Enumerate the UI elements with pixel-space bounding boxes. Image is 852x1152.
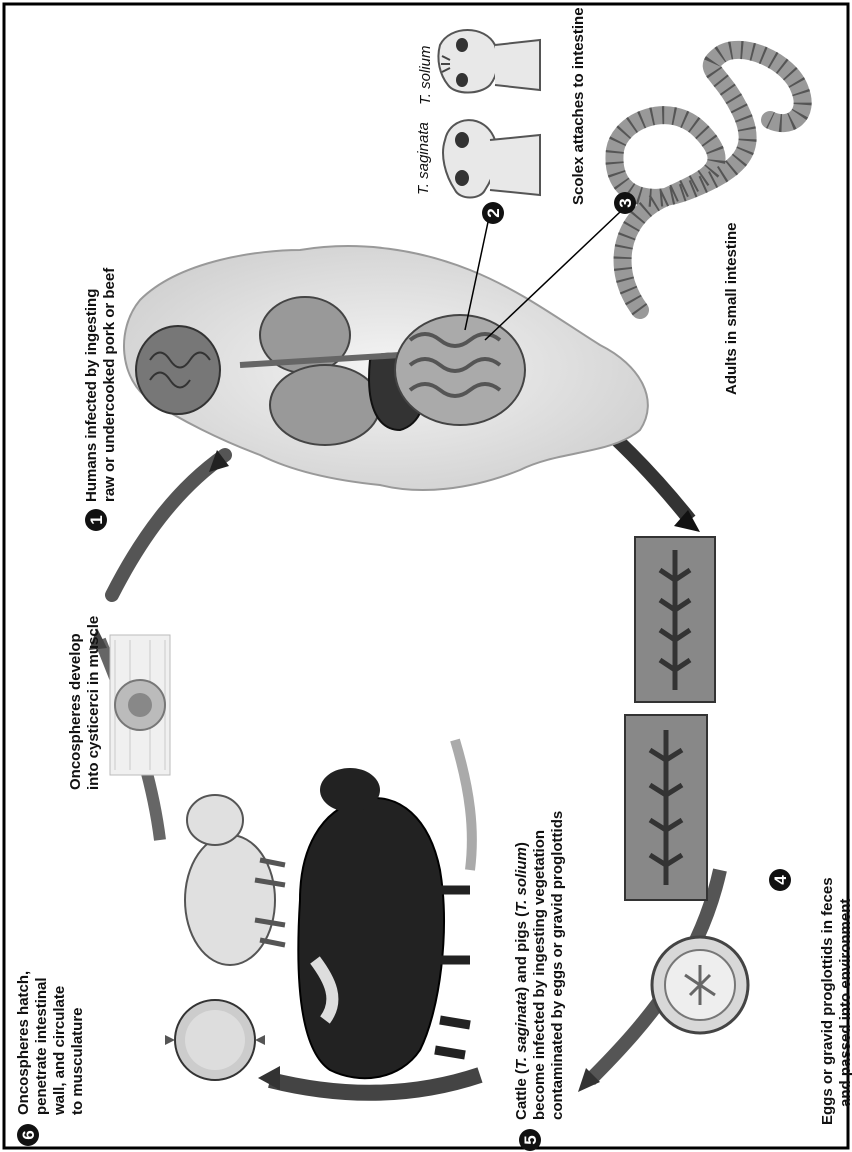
- step-5-line3: contaminated by eggs or gravid proglotti…: [549, 811, 566, 1120]
- t-saginata-label: T. saginata: [415, 122, 432, 195]
- step-6-line2: penetrate intestinal: [33, 977, 50, 1115]
- step-2-label: 2: [482, 202, 504, 224]
- step-6-number: 6: [19, 1130, 38, 1139]
- human-figure: [124, 246, 648, 490]
- oncosphere: [165, 1000, 265, 1080]
- adult-tapeworm: [614, 50, 802, 310]
- arrow-1-to-human: [112, 455, 225, 595]
- step-5-line1: Cattle (T. saginata) and pigs (T. solium…: [513, 842, 530, 1120]
- step-1-line2: raw or undercooked pork or beef: [101, 267, 118, 502]
- step-5-number: 5: [521, 1135, 540, 1144]
- proglottid-2: [625, 715, 707, 900]
- scolex-t-saginata: [443, 120, 540, 197]
- intestines: [395, 315, 525, 425]
- brain: [136, 326, 220, 414]
- muscle-cysticercus: [110, 635, 170, 775]
- step-4-number: 4: [771, 875, 790, 885]
- arrow-faint-center: [455, 740, 472, 870]
- step-4-line2: and passed into environment: [837, 899, 852, 1107]
- step-4-badge-group: 4: [769, 869, 791, 891]
- cysticerci-line2: into cysticerci in muscle: [85, 616, 102, 790]
- t-solium-label: T. solium: [417, 46, 434, 105]
- step-6-line4: to musculature: [69, 1007, 86, 1115]
- cysticerci-line1: Oncospheres develop: [67, 633, 84, 790]
- lung-lower: [270, 365, 380, 445]
- step-3-number: 3: [616, 198, 635, 207]
- scolex-t-solium: [438, 30, 540, 93]
- step-4-label: Eggs or gravid proglottids in feces and …: [819, 877, 852, 1125]
- step-5-line2: become infected by ingesting vegetation: [531, 830, 548, 1120]
- scolex-label: Scolex attaches to intestine: [570, 7, 587, 205]
- step-3-label: 3: [614, 192, 636, 214]
- step-2-number: 2: [484, 208, 503, 217]
- adults-label: Adults in small intestine: [723, 222, 740, 395]
- step-4-line1: Eggs or gravid proglottids in feces: [819, 877, 836, 1125]
- step-1-label: 1 Humans infected by ingesting raw or un…: [83, 267, 118, 531]
- step-1-line1: Humans infected by ingesting: [83, 289, 100, 502]
- pig: [185, 795, 285, 965]
- step-6-line3: wall, and circulate: [51, 986, 68, 1116]
- cow: [298, 768, 470, 1078]
- egg: [652, 937, 748, 1033]
- proglottid-1: [635, 537, 715, 702]
- step-6-label: 6 Oncospheres hatch, penetrate intestina…: [15, 971, 86, 1146]
- cysticerci-label: Oncospheres develop into cysticerci in m…: [67, 616, 102, 790]
- step-5-label: 5 Cattle (T. saginata) and pigs (T. soli…: [513, 811, 566, 1151]
- step-6-line1: Oncospheres hatch,: [15, 971, 32, 1115]
- step-1-number: 1: [87, 515, 106, 524]
